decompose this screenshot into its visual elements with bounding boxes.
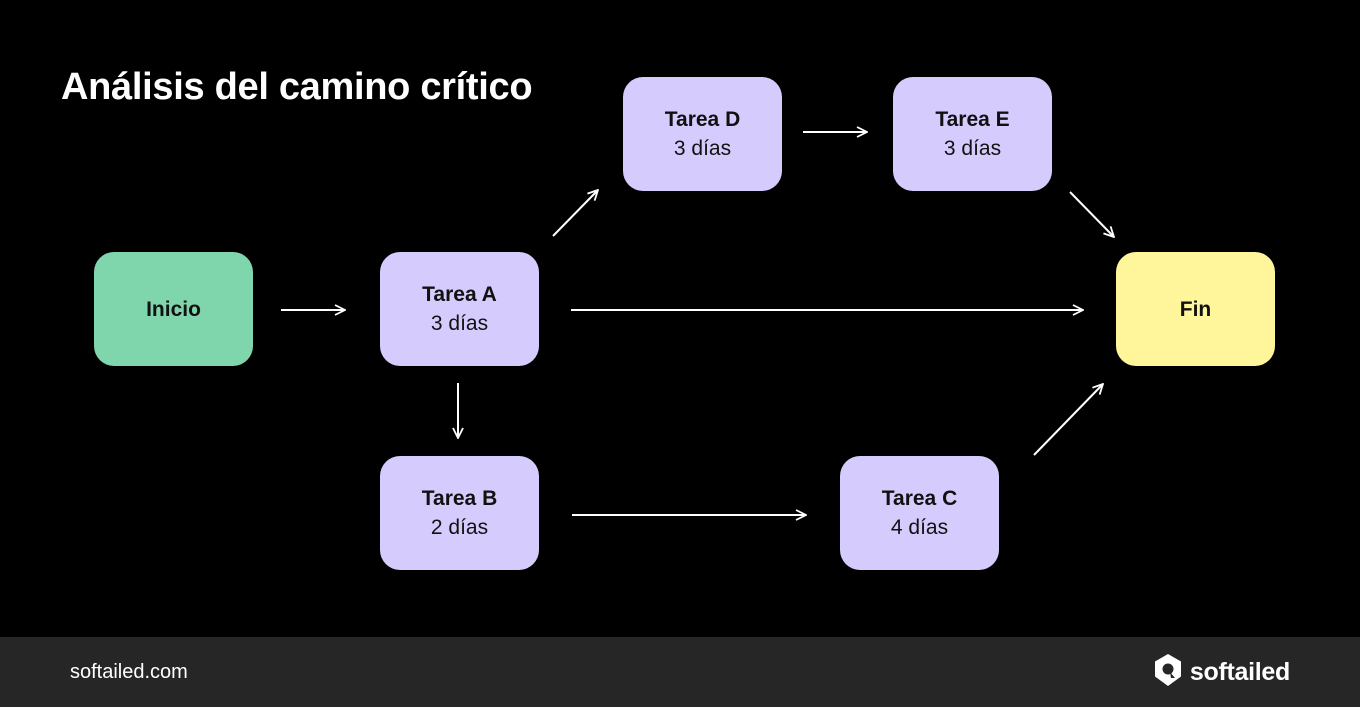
node-tarea-e-name: Tarea E: [935, 108, 1010, 131]
node-tarea-e: Tarea E 3 días: [893, 77, 1052, 191]
node-tarea-d-name: Tarea D: [664, 108, 741, 131]
softailed-logo-icon: [1154, 653, 1182, 692]
node-inicio: Inicio: [94, 252, 253, 366]
node-tarea-c-duration: 4 días: [890, 516, 949, 539]
brand-logo[interactable]: softailed: [1154, 653, 1290, 692]
arrow-e-to-fin: [1069, 191, 1114, 237]
arrows-layer: [281, 0, 1360, 637]
node-tarea-a-name: Tarea A: [422, 283, 497, 306]
node-tarea-e-duration: 3 días: [943, 137, 1002, 160]
node-tarea-a: Tarea A 3 días: [380, 252, 539, 366]
node-fin-name: Fin: [1179, 297, 1212, 321]
node-tarea-b-duration: 2 días: [430, 516, 489, 539]
node-inicio-name: Inicio: [146, 297, 201, 321]
node-tarea-d-duration: 3 días: [673, 137, 732, 160]
node-fin: Fin: [1116, 252, 1275, 366]
node-tarea-a-duration: 3 días: [430, 312, 489, 335]
arrow-c-to-fin: [1033, 384, 1103, 456]
node-tarea-b-name: Tarea B: [421, 487, 498, 510]
diagram-title: Análisis del camino crítico: [61, 66, 533, 108]
arrow-a-to-d: [552, 190, 598, 237]
footer-url-link[interactable]: softailed.com: [70, 661, 188, 683]
footer-bar: softailed.com softailed: [0, 637, 1360, 707]
brand-name: softailed: [1189, 658, 1290, 686]
node-tarea-d: Tarea D 3 días: [623, 77, 782, 191]
node-tarea-b: Tarea B 2 días: [380, 456, 539, 570]
node-tarea-c-name: Tarea C: [881, 487, 958, 510]
node-tarea-c: Tarea C 4 días: [840, 456, 999, 570]
